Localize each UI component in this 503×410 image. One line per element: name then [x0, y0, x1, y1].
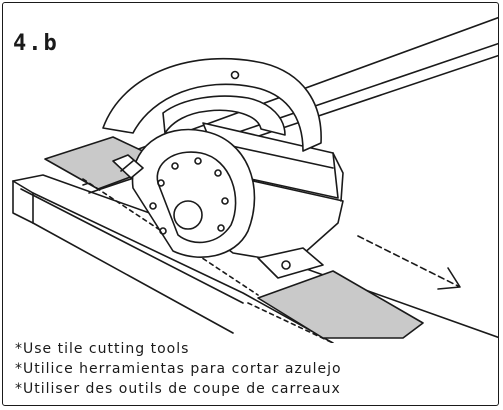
cut-direction-arrow	[357, 235, 461, 290]
caption-spanish: *Utilice herramientas para cortar azulej…	[15, 361, 342, 377]
instruction-panel: 4.b *Use tile cutting tools *Utilice her…	[2, 2, 499, 406]
tile-piece	[44, 136, 424, 343]
saw-handle	[102, 57, 322, 152]
locking-knob	[112, 154, 144, 179]
caption-english: *Use tile cutting tools	[15, 341, 190, 357]
caption-list: *Use tile cutting tools *Utilice herrami…	[15, 339, 342, 399]
step-label: 4.b	[13, 31, 59, 56]
circular-saw-illustration	[12, 16, 498, 343]
caption-french: *Utiliser des outils de coupe de carreau…	[15, 381, 341, 397]
blade-guard	[131, 128, 256, 258]
saw-motor-housing	[202, 122, 344, 202]
